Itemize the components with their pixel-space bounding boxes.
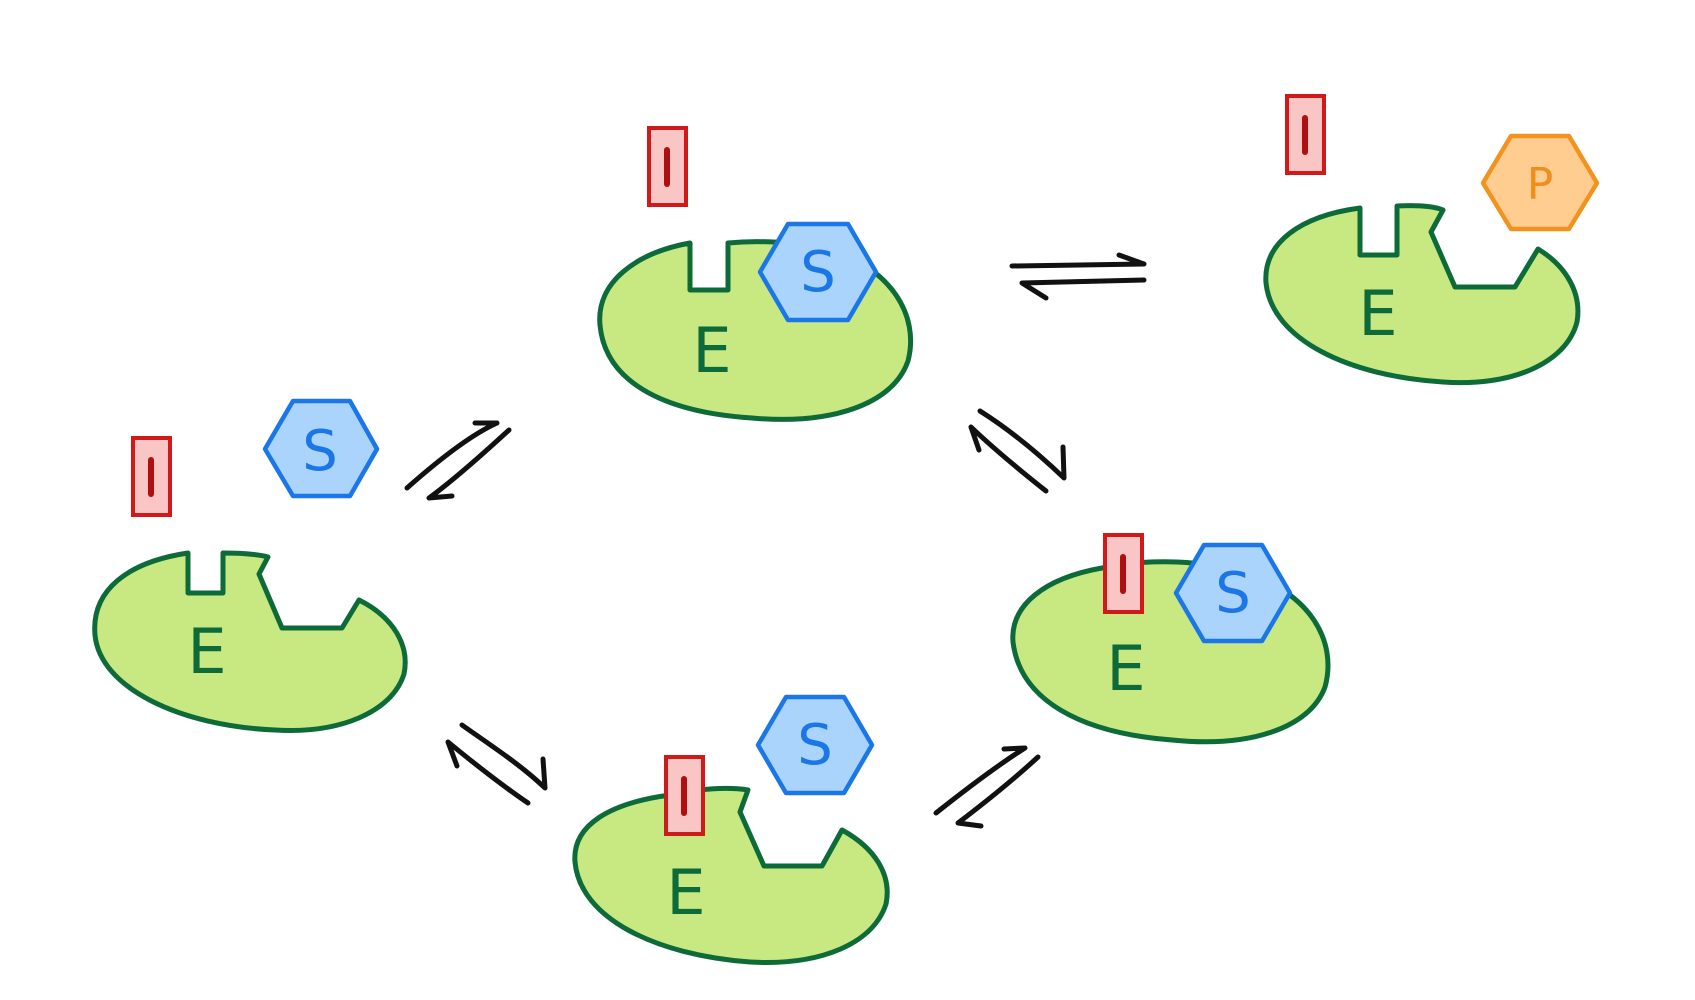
node-eis-complex: E S: [1010, 533, 1331, 745]
product-label: P: [1527, 159, 1554, 210]
substrate-bound-es: [757, 221, 879, 323]
substrate-label-4: S: [1215, 561, 1251, 626]
node-ei-complex: E S: [572, 694, 890, 965]
node-enzyme-product: E P: [1263, 94, 1600, 386]
enzyme-ei-complex: [572, 785, 890, 965]
equilibrium-arrow-es-to-product: [1009, 252, 1147, 301]
substrate-bound-eis: [1173, 542, 1293, 644]
inhibitor-free-left: [131, 436, 172, 517]
enzyme-label-2: E: [692, 314, 731, 387]
enzyme-label-4: E: [1106, 632, 1145, 705]
substrate-label-5: S: [797, 713, 833, 778]
enzyme-with-product: [1263, 203, 1581, 386]
enzyme-label-1: E: [187, 615, 226, 688]
equilibrium-arrow-es-to-eis: [968, 408, 1067, 494]
equilibrium-arrow-free-to-ei: [445, 722, 548, 806]
node-free-enzyme: E S: [92, 398, 408, 733]
enzyme-label-5: E: [666, 856, 705, 929]
enzyme-free-left: [92, 550, 408, 733]
enzyme-label-3: E: [1358, 277, 1397, 350]
substrate-label-2: S: [800, 240, 836, 305]
substrate-free-left: [262, 398, 380, 499]
substrate-label-1: S: [302, 419, 338, 484]
substrate-near-ei: [755, 694, 875, 796]
equilibrium-arrow-ei-to-eis: [933, 745, 1041, 829]
node-enzyme-substrate-complex: E S: [597, 126, 914, 422]
product-hexagon: [1480, 133, 1600, 232]
equilibrium-arrow-free-to-es: [404, 420, 512, 501]
